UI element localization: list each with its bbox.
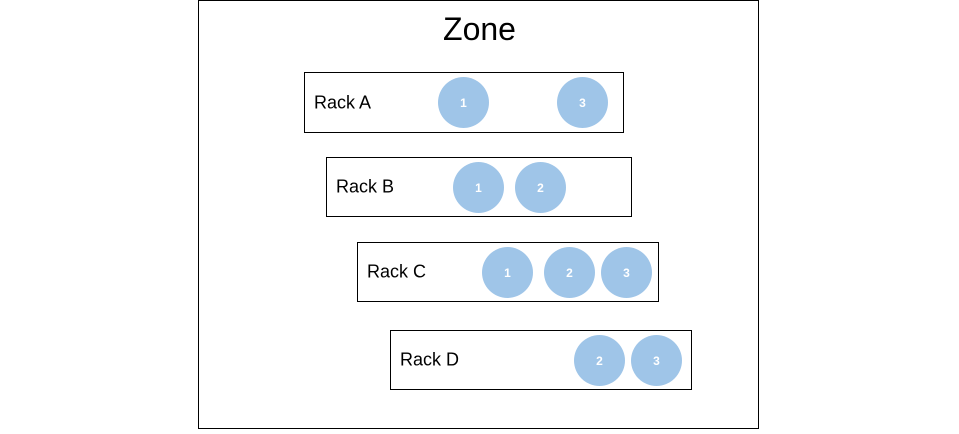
rack-c-node-2: 2 xyxy=(544,247,595,298)
rack-c: Rack C 1 2 3 xyxy=(357,242,659,302)
rack-d: Rack D 2 3 xyxy=(390,330,692,390)
zone-title: Zone xyxy=(443,11,516,47)
rack-b: Rack B 1 2 xyxy=(326,157,632,217)
rack-c-label: Rack C xyxy=(367,261,427,282)
rack-d-label: Rack D xyxy=(400,349,460,370)
rack-a-node-1: 1 xyxy=(438,77,489,128)
rack-a-label: Rack A xyxy=(314,92,372,112)
rack-b-node-1: 1 xyxy=(453,162,504,213)
rack-c-node-3: 3 xyxy=(601,247,652,298)
rack-d-node-2: 2 xyxy=(574,335,625,386)
rack-a: Rack A 1 3 xyxy=(304,72,624,133)
rack-a-node-3: 3 xyxy=(557,77,608,128)
rack-d-node-3: 3 xyxy=(631,335,682,386)
rack-b-label: Rack B xyxy=(336,176,395,197)
rack-b-node-2: 2 xyxy=(515,162,566,213)
rack-c-node-1: 1 xyxy=(482,247,533,298)
